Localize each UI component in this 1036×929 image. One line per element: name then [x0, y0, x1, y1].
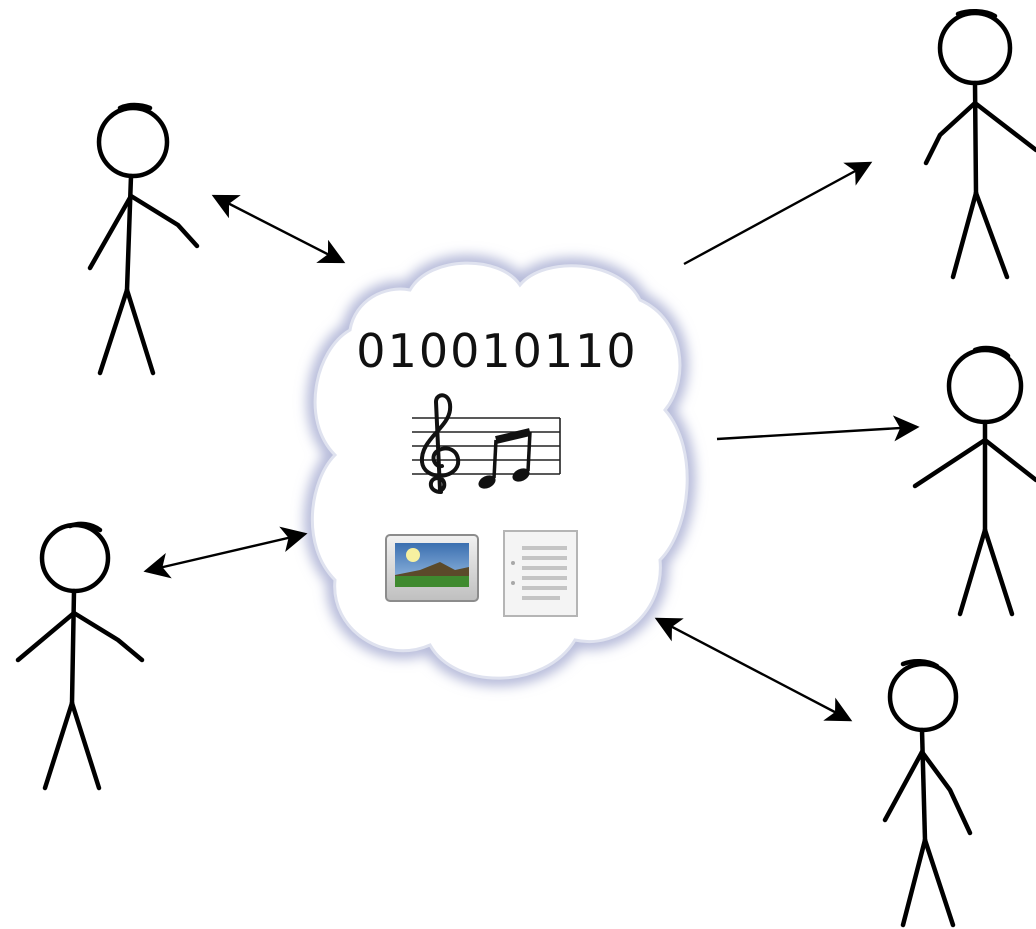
binary-data-text: 010010110 [356, 324, 637, 378]
cloud: 010010110 [304, 255, 696, 687]
person-middle-left [15, 521, 145, 791]
person-bottom-right [882, 659, 973, 928]
person-middle-right [912, 345, 1036, 617]
arrow-top-left [211, 194, 346, 264]
arrow-bottom-right [654, 617, 853, 722]
arrow-middle-right [716, 415, 920, 442]
arrow-top-right [683, 161, 873, 266]
person-top-left [87, 102, 200, 376]
connection-arrows [143, 161, 920, 722]
person-top-right [923, 9, 1036, 280]
text-document-icon [503, 530, 578, 617]
image-file-icon [385, 534, 479, 602]
arrow-middle-left [143, 526, 308, 579]
music-notes-icon [412, 393, 561, 494]
